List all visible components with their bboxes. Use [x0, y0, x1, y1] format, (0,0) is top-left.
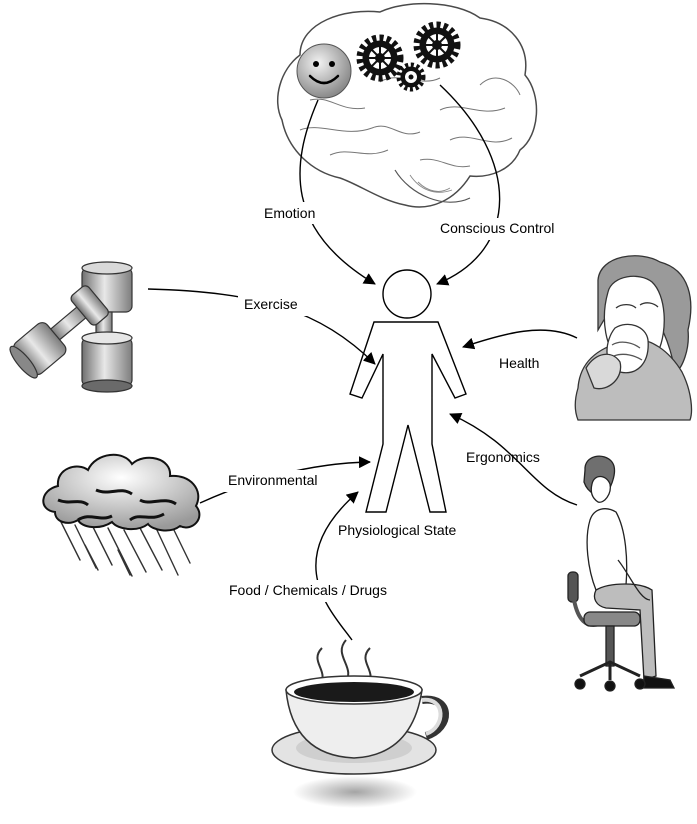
- exercise-label: Exercise: [244, 296, 298, 312]
- food-label: Food / Chemicals / Drugs: [229, 582, 387, 598]
- coffee-cup-icon: [271, 639, 449, 808]
- health-label: Health: [499, 355, 539, 371]
- food-arrow: [315, 491, 359, 641]
- ergonomics-label: Ergonomics: [466, 449, 540, 465]
- ergonomics-arrow: [449, 412, 578, 506]
- gears-icon: [356, 21, 461, 92]
- sick-person-icon: [574, 255, 693, 421]
- dumbbells-icon: [9, 261, 133, 393]
- human-figure: [349, 269, 467, 513]
- smiley-icon: [296, 43, 352, 99]
- health-arrow: [462, 329, 578, 350]
- rain-cloud-icon: [42, 454, 201, 577]
- conscious-control-label: Conscious Control: [440, 220, 554, 236]
- seated-person-icon: [567, 455, 676, 692]
- center-label: Physiological State: [338, 522, 457, 538]
- conscious-arrow: [436, 84, 501, 286]
- emotion-arrow: [299, 99, 376, 285]
- environmental-label: Environmental: [228, 472, 318, 488]
- emotion-label: Emotion: [264, 205, 315, 221]
